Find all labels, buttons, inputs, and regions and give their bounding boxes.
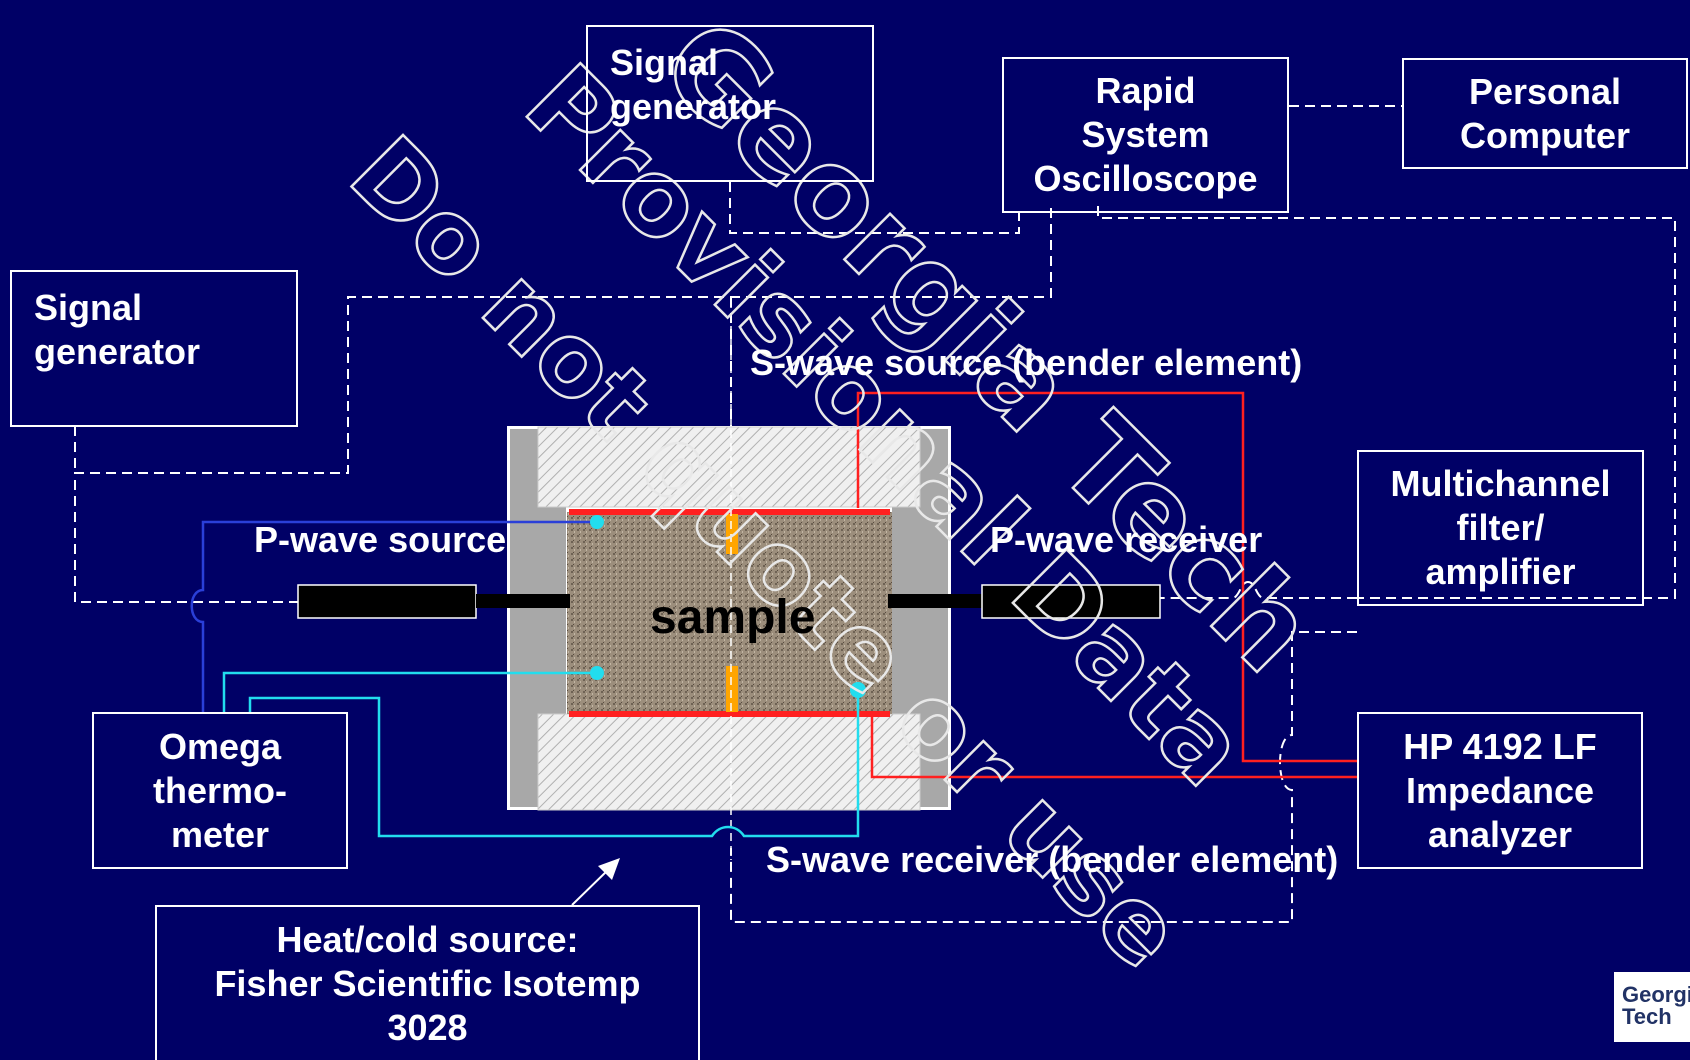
omega-thermometer-label: Omega thermo- meter <box>153 725 287 857</box>
signal-generator-left-label: Signal generator <box>34 286 296 374</box>
s-wave-source-label: S-wave source (bender element) <box>750 343 1302 383</box>
s-wave-receiver-label: S-wave receiver (bender element) <box>766 840 1338 880</box>
heat-source-box: Heat/cold source: Fisher Scientific Isot… <box>155 905 700 1060</box>
signal-generator-left-box: Signal generator <box>10 270 298 427</box>
p-wave-receiver-label: P-wave receiver <box>990 520 1262 560</box>
personal-computer-label: Personal Computer <box>1460 70 1630 158</box>
omega-thermometer-box: Omega thermo- meter <box>92 712 348 869</box>
personal-computer-box: Personal Computer <box>1402 58 1688 169</box>
heat-source-arrow <box>572 858 620 905</box>
sample-label: sample <box>650 590 815 645</box>
s-wave-receiver-element <box>726 666 738 712</box>
georgia-tech-logo: Georgia Tech <box>1614 972 1690 1042</box>
signal-generator-top-box: Signal generator <box>586 25 874 182</box>
multichannel-box: Multichannel filter/ amplifier <box>1357 450 1644 606</box>
logo-text: Georgia Tech <box>1622 984 1690 1028</box>
heat-source-label: Heat/cold source: Fisher Scientific Isot… <box>214 918 640 1050</box>
multichannel-label: Multichannel filter/ amplifier <box>1390 462 1610 594</box>
hp-analyzer-box: HP 4192 LF Impedance analyzer <box>1357 712 1643 869</box>
hp-analyzer-label: HP 4192 LF Impedance analyzer <box>1403 725 1596 857</box>
oscilloscope-box: Rapid System Oscilloscope <box>1002 57 1289 213</box>
oscilloscope-label: Rapid System Oscilloscope <box>1033 69 1257 201</box>
signal-generator-top-label: Signal generator <box>610 41 872 129</box>
p-wave-source-label: P-wave source <box>254 520 506 560</box>
